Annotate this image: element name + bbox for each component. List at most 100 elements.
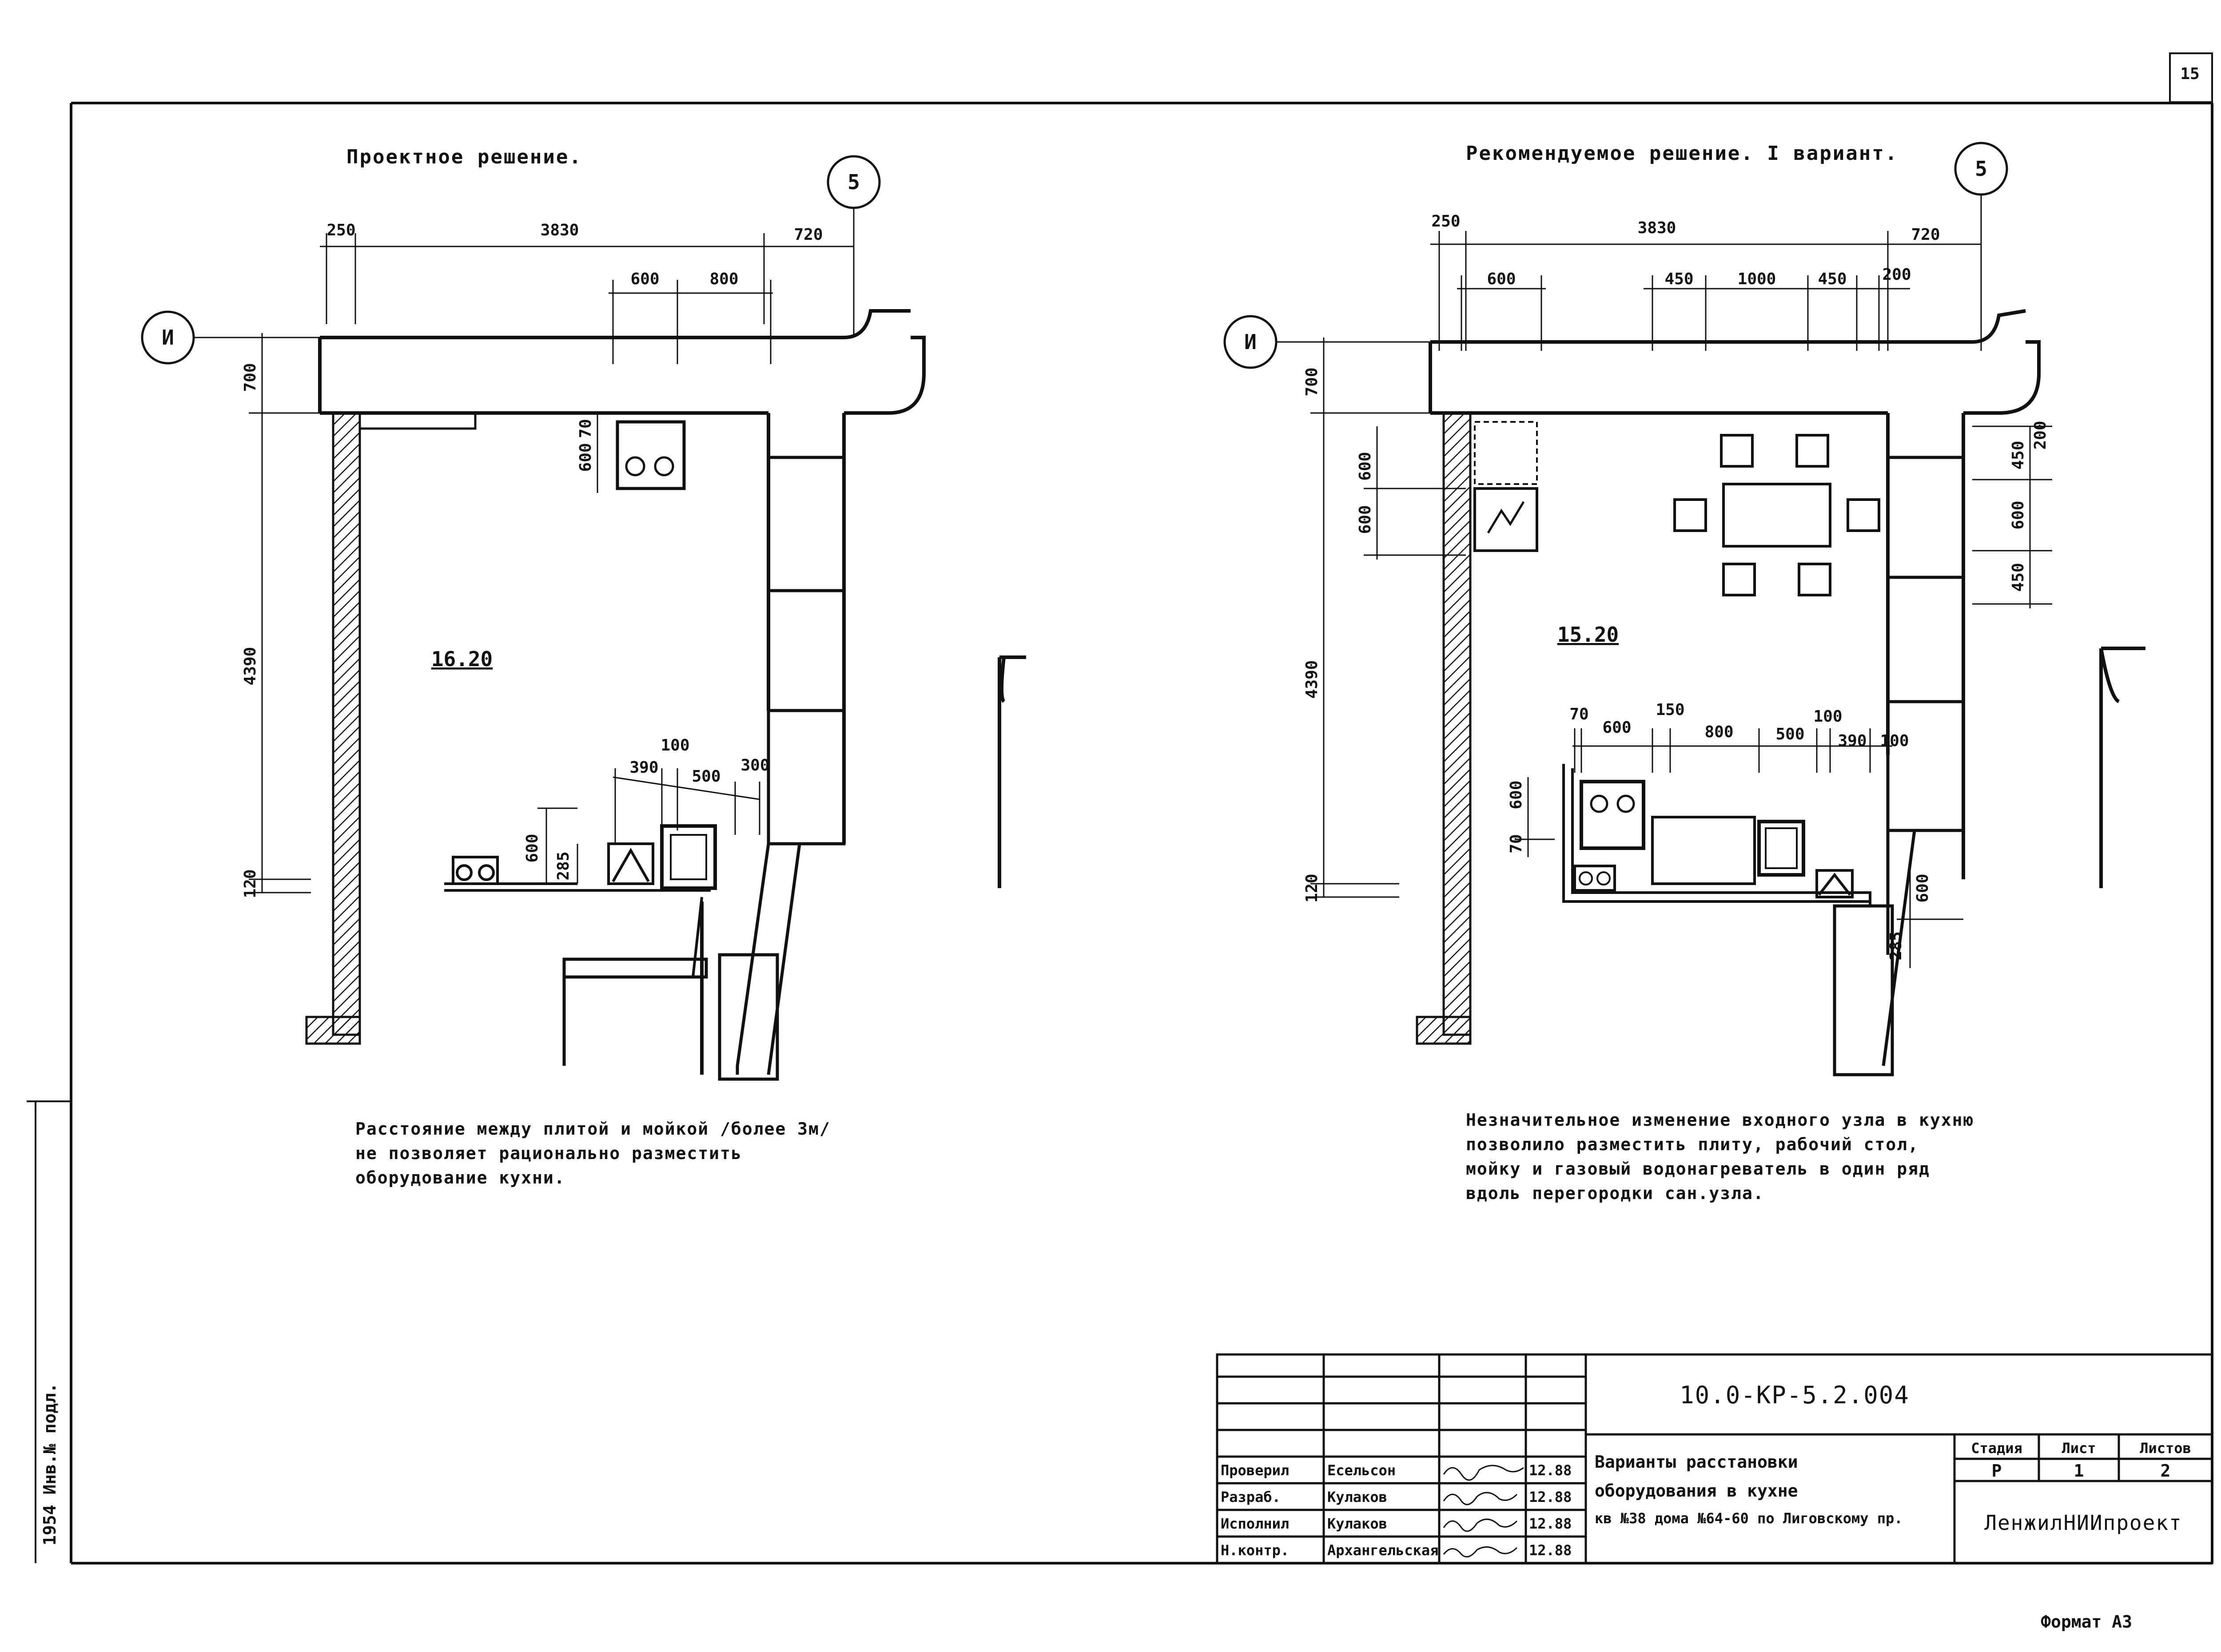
left-axis-v-label: 5 xyxy=(848,170,860,194)
right-dim-600a: 600 xyxy=(1356,452,1374,481)
right-dim-600-left: 600 xyxy=(1507,780,1525,809)
right-dim-200: 200 xyxy=(1882,266,1911,284)
left-dim-500: 500 xyxy=(692,767,720,786)
tb-role-2: Разраб. xyxy=(1221,1489,1281,1505)
right-axis-v-label: 5 xyxy=(1975,157,1987,181)
tb-desc-1: Варианты расстановки xyxy=(1595,1452,1798,1472)
left-note-line-3: оборудование кухни. xyxy=(355,1168,565,1187)
left-dim-300: 300 xyxy=(740,756,769,774)
tb-organization: ЛенжилНИИпроект xyxy=(1984,1511,2182,1535)
tb-sheet-header: Лист xyxy=(2062,1440,2096,1457)
right-hatched-wall xyxy=(1442,412,1472,1036)
right-note-line-1: Незначительное изменение входного узла в… xyxy=(1466,1110,1974,1130)
left-plan-title: Проектное решение. xyxy=(346,146,582,168)
tb-sheets-value: 2 xyxy=(2161,1461,2171,1481)
title-block: Проверил Есельсон 12.88 Разраб. Кулаков … xyxy=(1216,1353,2213,1565)
right-dim-1000: 1000 xyxy=(1738,270,1776,288)
left-dim-chain-top xyxy=(320,233,855,364)
left-hatched-wall xyxy=(332,412,361,1036)
left-stove xyxy=(597,413,686,493)
left-dim-70: 70 xyxy=(577,419,595,438)
tb-desc-2: оборудования в кухне xyxy=(1595,1481,1798,1501)
left-dim-600: 600 xyxy=(630,270,659,288)
right-dim-285: 285 xyxy=(1887,931,1905,960)
tb-sheet-value: 1 xyxy=(2074,1461,2084,1481)
left-dim-chain-side xyxy=(249,333,329,894)
right-note-line-2: позволило разместить плиту, рабочий стол… xyxy=(1466,1135,1919,1154)
left-axis-v-marker: 5 xyxy=(827,155,881,338)
left-axis-h-label: И xyxy=(162,326,174,349)
right-dim-800: 800 xyxy=(1704,723,1733,741)
left-room-area: 16.20 xyxy=(431,647,493,671)
right-dim-120: 120 xyxy=(1303,874,1321,902)
tb-date-1: 12.88 xyxy=(1529,1462,1572,1479)
left-dim-250: 250 xyxy=(326,221,355,239)
right-counter-dim-lines xyxy=(1515,728,1963,968)
right-dim-450b: 450 xyxy=(1818,270,1847,288)
left-door-swing xyxy=(360,413,477,430)
right-dim-chain-top xyxy=(1430,231,1982,351)
left-partition-blocks xyxy=(718,456,846,1081)
right-fridge xyxy=(1473,421,1538,552)
right-dim-150: 150 xyxy=(1656,701,1684,719)
left-note-line-1: Расстояние между плитой и мойкой /более … xyxy=(355,1119,831,1139)
tb-stage-header: Стадия xyxy=(1971,1440,2022,1457)
right-dim-70-counter: 70 xyxy=(1569,705,1588,723)
tb-date-3: 12.88 xyxy=(1529,1515,1572,1532)
right-dining-set xyxy=(1673,434,1880,596)
right-dim-720: 720 xyxy=(1911,226,1940,244)
right-axis-v-marker: 5 xyxy=(1954,142,2008,346)
right-dim-600-bottom: 600 xyxy=(1914,874,1932,902)
right-dim-600-counter: 600 xyxy=(1602,719,1631,737)
right-kitchen-row xyxy=(1562,764,1871,906)
right-dim-600: 600 xyxy=(1487,270,1516,288)
right-room-area: 15.20 xyxy=(1557,623,1619,647)
left-dim-600-counter: 600 xyxy=(523,834,541,862)
right-dim-chain-right xyxy=(1972,425,2052,608)
right-dim-200r: 200 xyxy=(2031,421,2050,449)
right-partition-blocks xyxy=(1833,456,1965,1076)
tb-name-1: Есельсон xyxy=(1327,1462,1396,1479)
sheet-number: 15 xyxy=(2180,65,2199,83)
left-sink-counter xyxy=(444,824,717,1075)
right-dim-600b: 600 xyxy=(1356,505,1374,534)
tb-role-1: Проверил xyxy=(1221,1462,1289,1479)
right-dim-450r2: 450 xyxy=(2009,563,2027,592)
right-dim-chain-side xyxy=(1310,338,1466,898)
tb-role-3: Исполнил xyxy=(1221,1515,1289,1532)
tb-name-4: Архангельская xyxy=(1327,1542,1438,1559)
right-axis-h-marker: И xyxy=(1223,315,1430,369)
left-note-line-2: не позволяет рационально разместить xyxy=(355,1144,742,1163)
tb-desc-3: кв №38 дома №64-60 по Лиговскому пр. xyxy=(1595,1510,1903,1527)
right-dim-100a: 100 xyxy=(1813,707,1842,726)
left-dim-3830: 3830 xyxy=(541,221,579,239)
right-hatched-wall-foot xyxy=(1416,1016,1472,1045)
left-dim-800: 800 xyxy=(709,270,738,288)
left-plan: Проектное решение. И 5 250 3830 720 600 xyxy=(141,146,1026,1187)
right-dim-70-left: 70 xyxy=(1507,834,1525,853)
margin-stamp-text: 1954 Инв.№ подл. xyxy=(40,1383,60,1545)
tb-sheets-header: Листов xyxy=(2140,1440,2191,1457)
left-dim-390: 390 xyxy=(629,758,658,777)
right-walls xyxy=(1429,309,2145,888)
tb-drawing-code: 10.0-КР-5.2.004 xyxy=(1680,1381,1910,1409)
left-dim-700: 700 xyxy=(241,363,259,392)
right-axis-h-label: И xyxy=(1244,330,1257,354)
left-dim-720: 720 xyxy=(794,226,823,244)
tb-signatures xyxy=(1443,1465,1524,1558)
right-plan: Рекомендуемое решение. I вариант. И 5 xyxy=(1223,142,2145,1203)
right-dim-500: 500 xyxy=(1775,725,1804,743)
tb-date-4: 12.88 xyxy=(1529,1542,1572,1559)
right-dim-600r: 600 xyxy=(2009,500,2027,529)
right-dim-450r1: 450 xyxy=(2009,441,2027,469)
right-dim-700: 700 xyxy=(1303,367,1321,396)
left-dim-600-stove: 600 xyxy=(577,443,595,472)
tb-date-2: 12.88 xyxy=(1529,1489,1572,1505)
tb-role-4: Н.контр. xyxy=(1221,1542,1289,1559)
left-dim-100: 100 xyxy=(661,736,689,755)
left-dim-120: 120 xyxy=(241,869,259,898)
right-note-line-4: вдоль перегородки сан.узла. xyxy=(1466,1183,1764,1203)
right-dim-3830: 3830 xyxy=(1638,219,1676,237)
tb-name-2: Кулаков xyxy=(1327,1489,1387,1505)
